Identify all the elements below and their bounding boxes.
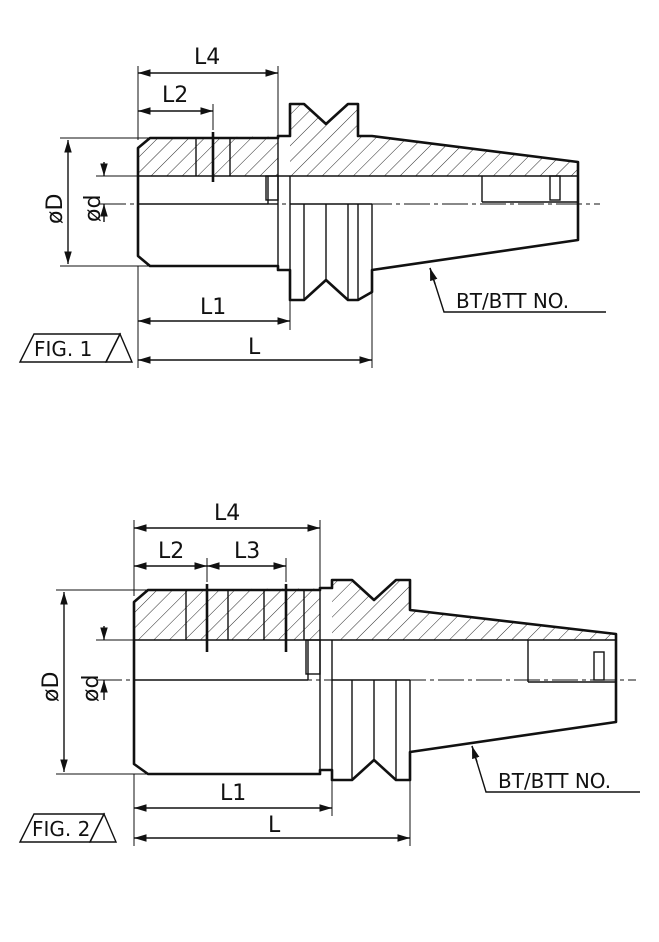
fig2-dimension-lines (56, 520, 640, 846)
fig1-dimension-lines (60, 66, 606, 368)
fig1-note-bt-btt: BT/BTT NO. (456, 289, 569, 313)
figure-1: L4 L2 L1 L øD ød BT/BTT NO. FIG. 1 (18, 45, 606, 368)
fig2-label-L1: L1 (220, 781, 246, 806)
fig1-label-od: ød (81, 195, 106, 222)
fig2-note-bt-btt: BT/BTT NO. (498, 769, 611, 793)
fig1-label-L4: L4 (194, 45, 220, 70)
fig2-caption-triangle (88, 812, 118, 843)
fig2-label-od: ød (79, 675, 104, 702)
fig1-holder-outline (100, 102, 600, 302)
fig2-label-L4: L4 (214, 501, 240, 526)
fig2-label-oD: øD (39, 672, 64, 702)
fig2-label-L3: L3 (234, 539, 260, 564)
fig2-holder-outline (96, 578, 636, 782)
fig1-label-L: L (248, 335, 261, 360)
fig2-label-L2: L2 (158, 539, 184, 564)
fig2-section-hatch (134, 580, 616, 640)
figure-2: L4 L2 L3 L1 L øD ød BT/BTT NO. FIG. 2 (18, 501, 640, 846)
fig1-label-L2: L2 (162, 83, 188, 108)
fig1-caption: FIG. 1 (34, 337, 92, 361)
fig2-label-L: L (268, 813, 281, 838)
fig1-label-oD: øD (43, 194, 68, 224)
fig2-caption: FIG. 2 (32, 817, 90, 841)
fig1-label-L1: L1 (200, 295, 226, 320)
fig1-caption-triangle (104, 332, 134, 363)
